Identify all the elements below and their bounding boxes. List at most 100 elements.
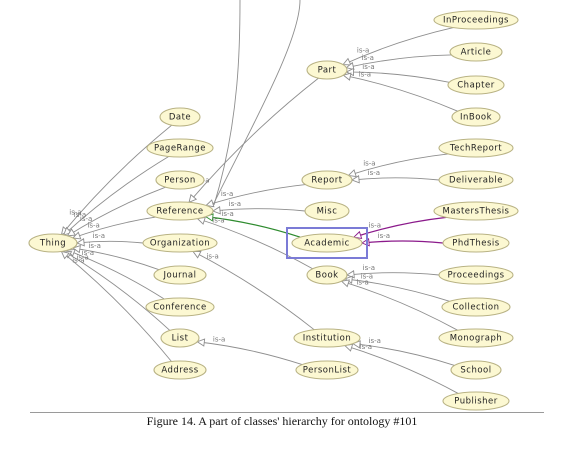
is-a-label: is-a bbox=[82, 249, 94, 257]
class-node-collection[interactable]: Collection bbox=[441, 297, 511, 317]
caption-divider bbox=[30, 412, 544, 413]
is-a-label: is-a bbox=[87, 222, 99, 230]
edge-in-book-to-part: is-a bbox=[342, 71, 458, 112]
class-node-deliverable[interactable]: Deliverable bbox=[438, 170, 514, 190]
class-node-label: Organization bbox=[150, 239, 210, 249]
class-node-label: Person bbox=[164, 176, 196, 186]
class-node-school[interactable]: School bbox=[450, 360, 502, 380]
class-node-in-proceedings[interactable]: InProceedings bbox=[433, 10, 519, 30]
class-node-book[interactable]: Book bbox=[306, 265, 348, 285]
class-node-misc[interactable]: Misc bbox=[304, 201, 350, 221]
class-node-monograph[interactable]: Monograph bbox=[438, 328, 514, 348]
is-a-label: is-a bbox=[221, 190, 233, 198]
is-a-label: is-a bbox=[363, 264, 375, 272]
figure-caption: Figure 14. A part of classes' hierarchy … bbox=[146, 414, 418, 428]
class-node-label: Address bbox=[161, 366, 198, 376]
class-node-label: Monograph bbox=[450, 334, 503, 344]
class-node-reference[interactable]: Reference bbox=[146, 201, 214, 221]
class-node-part[interactable]: Part bbox=[306, 60, 348, 80]
class-node-label: List bbox=[172, 334, 189, 344]
class-node-label: Chapter bbox=[457, 81, 494, 91]
class-node-person[interactable]: Person bbox=[155, 170, 205, 190]
class-node-label: InBook bbox=[460, 113, 492, 123]
edge-deliverable-to-report: is-a bbox=[350, 169, 440, 184]
is-a-label: is-a bbox=[369, 221, 381, 229]
class-node-academic[interactable]: Academic bbox=[291, 233, 363, 253]
class-node-in-book[interactable]: InBook bbox=[451, 107, 501, 127]
edge-part-to-reference: is-a bbox=[188, 77, 319, 204]
class-node-conference[interactable]: Conference bbox=[145, 297, 215, 317]
is-a-label: is-a bbox=[93, 232, 105, 240]
edge-masters-thesis-to-academic: is-a bbox=[352, 216, 447, 239]
class-node-label: School bbox=[460, 366, 491, 376]
class-node-person-list[interactable]: PersonList bbox=[295, 360, 359, 380]
class-node-address[interactable]: Address bbox=[153, 360, 207, 380]
class-node-thing[interactable]: Thing bbox=[28, 233, 78, 253]
edge-reference-to-thing: is-a bbox=[71, 216, 156, 240]
class-node-label: Journal bbox=[163, 271, 197, 281]
is-a-label: is-a bbox=[368, 169, 380, 177]
selection-box bbox=[286, 227, 368, 259]
is-a-label: is-a bbox=[76, 253, 88, 261]
class-node-page-range[interactable]: PageRange bbox=[146, 138, 214, 158]
is-a-label: is-a bbox=[359, 71, 371, 79]
class-node-label: Book bbox=[315, 271, 338, 281]
class-node-report[interactable]: Report bbox=[301, 170, 353, 190]
class-node-label: Part bbox=[318, 66, 337, 76]
offscreen-edge bbox=[211, 0, 301, 208]
class-node-label: InProceedings bbox=[443, 16, 509, 26]
class-node-label: Thing bbox=[39, 239, 66, 249]
is-a-label: is-a bbox=[221, 210, 233, 218]
edge-person-list-to-list: is-a bbox=[196, 335, 303, 366]
edge-book-to-reference: is-a bbox=[196, 216, 313, 270]
edge-article-to-part: is-a bbox=[345, 54, 452, 71]
edge-journal-to-thing: is-a bbox=[71, 242, 160, 271]
class-node-journal[interactable]: Journal bbox=[153, 265, 207, 285]
is-a-label: is-a bbox=[206, 252, 218, 260]
class-node-date[interactable]: Date bbox=[159, 107, 201, 127]
is-a-label: is-a bbox=[360, 343, 372, 351]
edge-organization-to-thing: is-a bbox=[75, 232, 144, 247]
class-node-proceedings[interactable]: Proceedings bbox=[438, 265, 514, 285]
edge-school-to-institution: is-a bbox=[351, 337, 455, 366]
class-node-list[interactable]: List bbox=[160, 328, 200, 348]
class-node-label: MastersThesis bbox=[443, 207, 510, 217]
class-node-organization[interactable]: Organization bbox=[142, 233, 218, 253]
edge-person-to-thing: is-a bbox=[66, 186, 166, 237]
class-node-label: PageRange bbox=[154, 144, 206, 154]
class-node-article[interactable]: Article bbox=[449, 42, 503, 62]
is-a-label: is-a bbox=[69, 209, 81, 217]
class-node-publisher[interactable]: Publisher bbox=[442, 391, 510, 411]
is-a-label: is-a bbox=[74, 211, 86, 219]
is-a-label: is-a bbox=[229, 200, 241, 208]
is-a-label: is-a bbox=[88, 242, 100, 250]
class-node-label: Proceedings bbox=[447, 271, 504, 281]
class-node-chapter[interactable]: Chapter bbox=[447, 75, 505, 95]
edge-phd-thesis-to-academic: is-a bbox=[360, 232, 444, 247]
class-node-label: Misc bbox=[317, 207, 338, 217]
is-a-label: is-a bbox=[362, 54, 374, 62]
edge-report-to-reference: is-a bbox=[205, 184, 306, 208]
class-node-label: Conference bbox=[153, 303, 207, 313]
class-node-tech-report[interactable]: TechReport bbox=[438, 138, 514, 158]
edge-institution-to-organization: is-a bbox=[192, 250, 315, 331]
class-node-label: Article bbox=[461, 48, 492, 58]
class-node-masters-thesis[interactable]: MastersThesis bbox=[433, 201, 519, 221]
class-node-label: PhdThesis bbox=[452, 239, 500, 249]
is-a-label: is-a bbox=[356, 279, 368, 287]
is-a-label: is-a bbox=[80, 215, 92, 223]
class-node-label: Publisher bbox=[454, 397, 498, 407]
is-a-label: is-a bbox=[212, 216, 224, 224]
edge-page-range-to-thing: is-a bbox=[63, 156, 169, 236]
edge-publisher-to-institution: is-a bbox=[343, 343, 459, 394]
is-a-label: is-a bbox=[378, 232, 390, 240]
is-a-label: is-a bbox=[72, 256, 84, 264]
class-node-phd-thesis[interactable]: PhdThesis bbox=[442, 233, 510, 253]
class-node-institution[interactable]: Institution bbox=[293, 328, 361, 348]
is-a-label: is-a bbox=[357, 47, 369, 55]
is-a-label: is-a bbox=[213, 335, 225, 343]
edge-tech-report-to-report: is-a bbox=[347, 153, 449, 178]
is-a-label: is-a bbox=[362, 63, 374, 71]
class-node-label: TechReport bbox=[449, 144, 502, 154]
